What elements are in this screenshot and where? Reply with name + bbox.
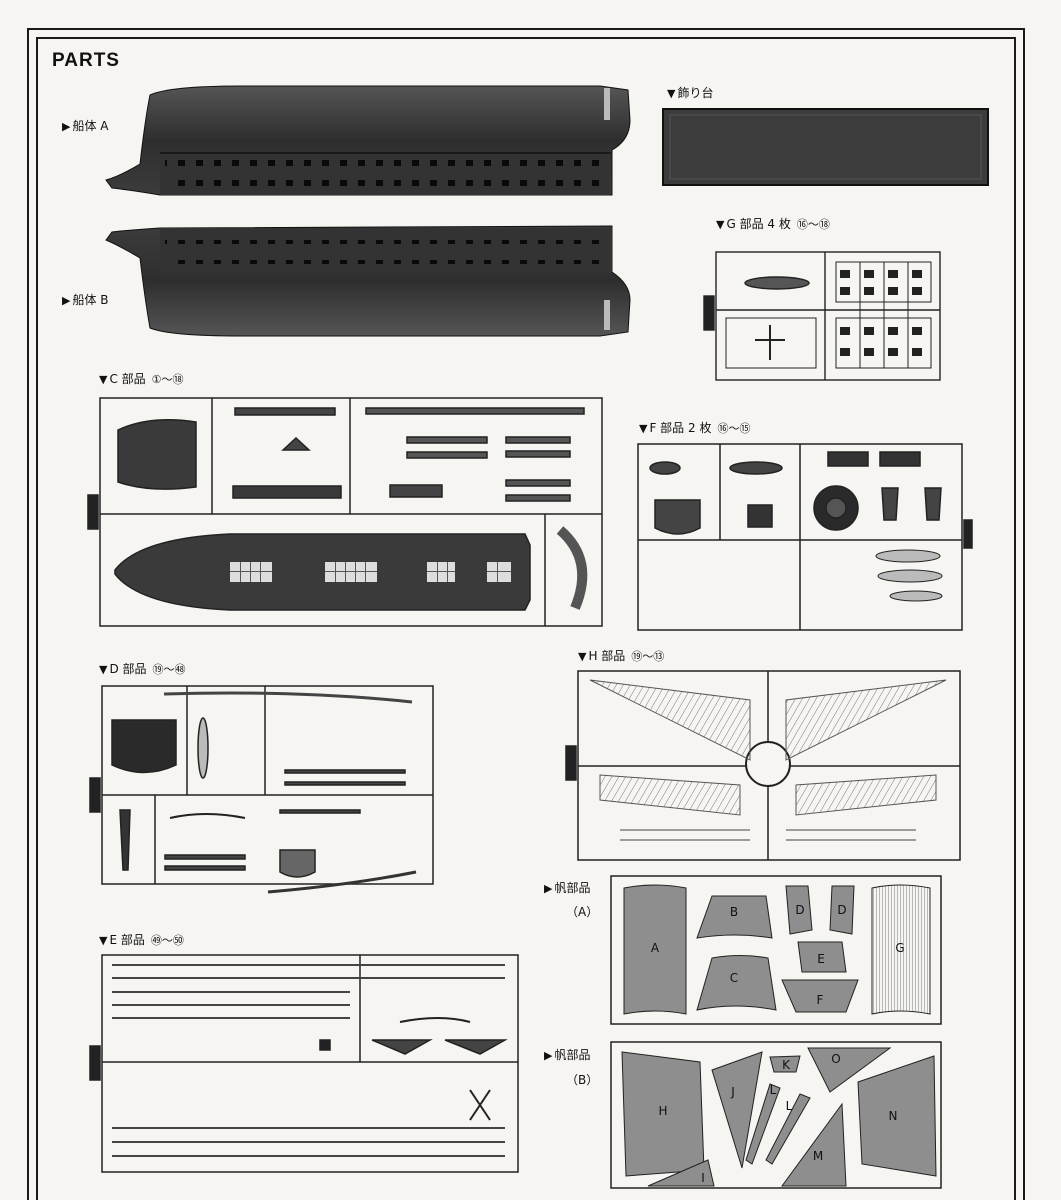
sail-i-piece [647,1159,715,1187]
sail-g-piece [871,884,931,1015]
arrow-right-icon: ▶ [62,120,71,133]
sail-letter: A [651,941,660,955]
sail-e-piece [797,941,847,973]
sail-o-piece [807,1047,892,1093]
sail-j-piece [711,1051,763,1169]
label-hull-a: ▶船体 A [62,119,109,133]
sail-letter: D [837,903,846,917]
hull-b [105,225,631,337]
sail-letter: N [889,1109,898,1123]
sail-letter: H [658,1104,667,1118]
sail-letter: L [770,1083,777,1097]
sprue-e [89,954,519,1173]
hull-a [105,85,631,196]
sail-d-piece [785,885,813,935]
sprue-f [637,443,973,631]
sail-letter: O [831,1052,840,1066]
sail-c-piece [696,955,777,1011]
sail-letter: D [795,903,804,917]
label-sail-a-sub: （A） [566,905,599,919]
sail-letter: L [786,1099,793,1113]
page-frame-outer [27,28,1025,1200]
sail-l-piece [765,1093,811,1165]
sail-letter: G [895,941,904,955]
sails-a-sheet [610,875,942,1025]
sail-b-piece [696,895,773,939]
sail-letter: B [730,905,738,919]
sail-a-piece [623,884,687,1015]
sail-letter: I [701,1171,705,1185]
sprue-c [87,397,603,627]
sail-letter: F [817,993,824,1007]
arrow-down-icon: ▼ [716,218,725,231]
arrow-right-icon: ▶ [62,294,71,307]
sail-letter: K [782,1058,791,1072]
label-sail-b: ▶帆部品 [544,1048,591,1062]
sail-d-piece [829,885,855,935]
arrow-down-icon: ▼ [578,650,587,663]
sail-m-piece [781,1102,847,1187]
sail-letter: E [817,952,825,966]
label-stand: ▼飾り台 [667,86,714,100]
sail-n-piece [857,1055,937,1177]
arrow-down-icon: ▼ [99,663,108,676]
display-stand [662,108,989,186]
label-sail-b-sub: （B） [566,1073,599,1087]
sprue-d [89,685,434,894]
sail-f-piece [781,979,859,1013]
sail-letter: C [730,971,738,985]
sail-letter: J [730,1085,735,1099]
arrow-down-icon: ▼ [639,422,648,435]
page-title: PARTS [52,50,120,71]
sails-b-sheet [610,1041,942,1189]
page-frame-inner [36,37,1016,1200]
arrow-down-icon: ▼ [667,87,676,100]
sprue-h [565,670,961,861]
sprue-g [703,251,941,381]
sail-k-piece [769,1055,801,1073]
arrow-down-icon: ▼ [99,934,108,947]
label-sail-a: ▶帆部品 [544,881,591,895]
arrow-down-icon: ▼ [99,373,108,386]
sail-l-piece [745,1083,781,1165]
sail-letter: M [813,1149,823,1163]
arrow-right-icon: ▶ [544,1049,553,1062]
label-hull-b: ▶船体 B [62,293,109,307]
arrow-right-icon: ▶ [544,882,553,895]
